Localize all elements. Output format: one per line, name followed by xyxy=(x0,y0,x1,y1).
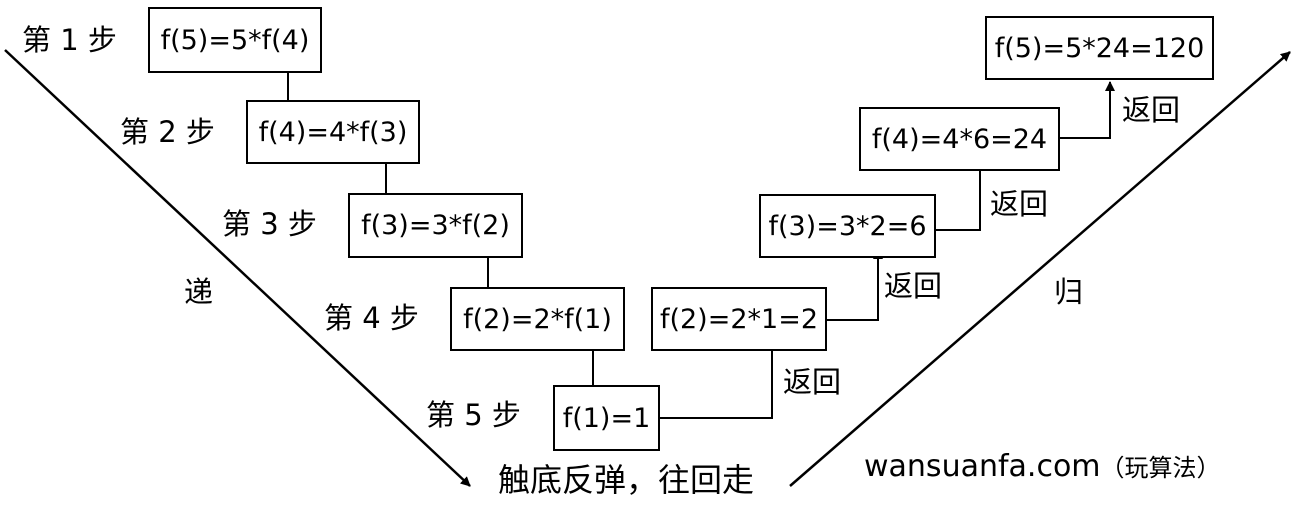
call-box-5: f(1)=1 xyxy=(553,385,660,451)
return-label-1: 返回 xyxy=(783,365,842,399)
watermark-note: （玩算法） xyxy=(1100,454,1221,482)
watermark-site: wansuanfa.com xyxy=(864,449,1101,484)
descent-label: 递 xyxy=(184,275,214,309)
step-label-4: 第 4 步 xyxy=(324,301,419,335)
step-label-3: 第 3 步 xyxy=(222,207,317,241)
call-box-1: f(5)=5*f(4) xyxy=(148,7,322,73)
return-arrow-2 xyxy=(826,249,883,321)
return-label-4: 返回 xyxy=(1122,93,1181,127)
descent-arrow xyxy=(4,49,471,487)
return-arrow-3 xyxy=(934,156,985,231)
return-label-3: 返回 xyxy=(990,187,1049,221)
return-arrow-1 xyxy=(658,336,777,419)
watermark: wansuanfa.com（玩算法） xyxy=(864,452,1221,482)
call-box-4: f(2)=2*f(1) xyxy=(450,287,625,351)
return-arrow-4 xyxy=(1060,81,1115,139)
step-label-5: 第 5 步 xyxy=(426,398,521,432)
call-box-2: f(4)=4*f(3) xyxy=(246,100,420,164)
result-box-4: f(5)=5*24=120 xyxy=(985,16,1214,80)
ascent-label: 归 xyxy=(1054,275,1084,309)
call-box-3: f(3)=3*f(2) xyxy=(348,193,523,258)
return-label-2: 返回 xyxy=(884,269,943,303)
step-label-1: 第 1 步 xyxy=(22,23,117,57)
ascent-arrow xyxy=(789,51,1291,487)
bottom-caption: 触底反弹，往回走 xyxy=(498,461,755,499)
result-box-2: f(3)=3*2=6 xyxy=(759,194,936,258)
result-box-1: f(2)=2*1=2 xyxy=(651,287,827,351)
result-box-3: f(4)=4*6=24 xyxy=(859,107,1060,171)
step-label-2: 第 2 步 xyxy=(120,115,215,149)
